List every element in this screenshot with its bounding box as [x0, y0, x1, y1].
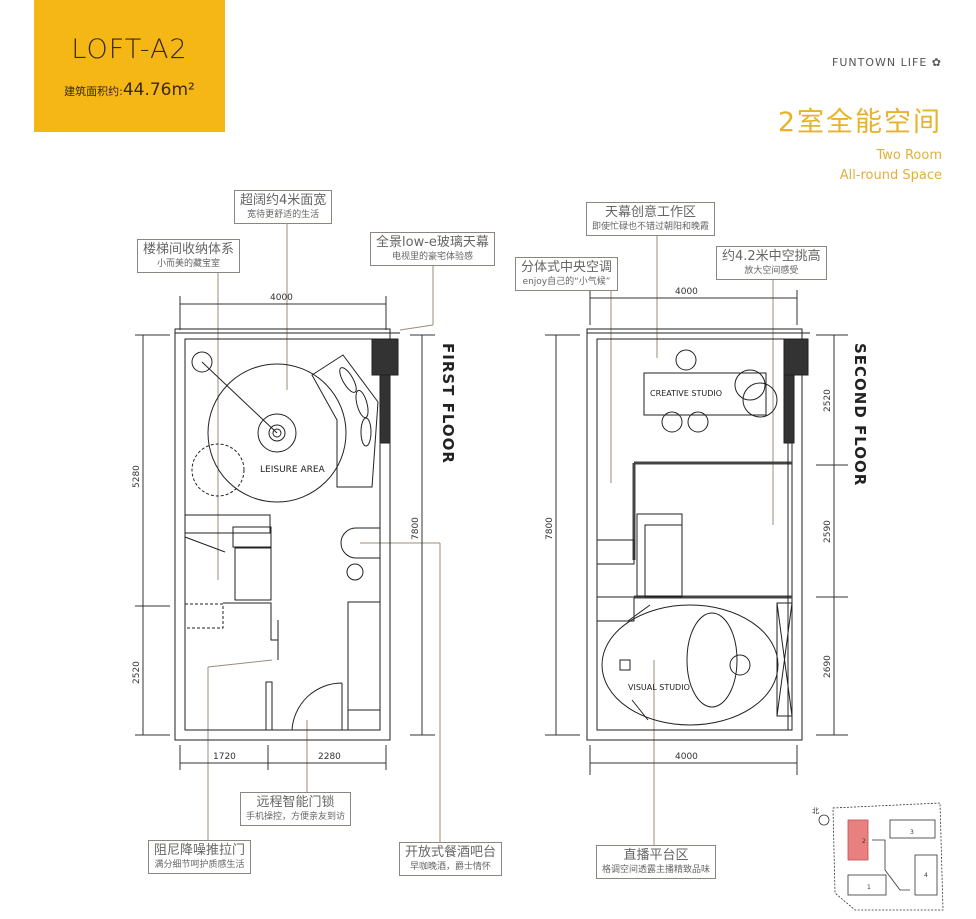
second-floor-plan: CREATIVE STUDIO VISUAL STUDIO — [586, 328, 810, 741]
callout-wide-frontage: 超阔约4米面宽宽待更舒适的生活 — [234, 190, 333, 224]
room-label-creative: CREATIVE STUDIO — [650, 389, 722, 398]
building-1: 1 — [867, 884, 871, 891]
callout-live-stream-area: 直播平台区格调空间透露主播精致品味 — [596, 845, 717, 879]
area-value: 44.76m² — [122, 80, 195, 100]
room-label-visual: VISUAL STUDIO — [628, 683, 690, 692]
dim-bottom-right: 2280 — [318, 752, 341, 762]
building-2: 2 — [862, 838, 866, 845]
callout-glass-curtain: 全景low-e玻璃天幕电视里的豪宅体验感 — [370, 232, 495, 266]
dim-left-lower: 2520 — [132, 661, 142, 684]
dim-right-2: 2590 — [823, 520, 833, 543]
site-map: 北 2 1 3 4 — [812, 802, 944, 911]
headline: 2室全能空间 — [777, 107, 942, 138]
first-floor-dimensions: 4000 5280 2520 7800 1720 2280 — [132, 293, 435, 770]
room-label-leisure: LEISURE AREA — [260, 465, 326, 475]
brand-logo: FUNTOWN LIFE ✿ — [832, 56, 942, 69]
building-3: 3 — [910, 829, 914, 836]
unit-badge: LOFT-A2 建筑面积约:44.76m² — [34, 0, 225, 132]
area-label: 建筑面积约: — [64, 85, 123, 98]
dim-right-3: 2690 — [823, 655, 833, 678]
dim-right-1: 2520 — [823, 389, 833, 412]
headline-sub-1: Two Room — [876, 148, 942, 163]
callout-stair-storage: 楼梯间收纳体系小而美的藏宝室 — [137, 239, 241, 273]
first-floor-plan: LEISURE AREA — [174, 328, 400, 741]
dim-top: 4000 — [675, 287, 698, 297]
callout-sliding-door: 阻尼降噪推拉门满分细节呵护质感生活 — [148, 840, 252, 874]
callout-creative-workspace: 天幕创意工作区即使忙碌也不错过朝阳和晚霞 — [586, 202, 716, 236]
dim-bottom-left: 1720 — [213, 752, 236, 762]
callout-smart-lock: 远程智能门锁手机操控，方便亲友到访 — [240, 792, 352, 826]
callout-bar-counter: 开放式餐酒吧台早咖晚酒，爵士情怀 — [399, 842, 503, 876]
second-floor-label: SECOND FLOOR — [851, 343, 869, 487]
unit-title: LOFT-A2 — [71, 34, 188, 65]
first-floor-label: FIRST FLOOR — [439, 343, 457, 464]
callout-double-height: 约4.2米中空挑高放大空间感受 — [716, 246, 827, 280]
unit-area: 建筑面积约:44.76m² — [34, 80, 225, 100]
dim-bottom: 4000 — [675, 752, 698, 762]
leader-lines — [207, 223, 774, 845]
second-floor-dimensions: 4000 7800 2520 2590 2690 4000 — [545, 287, 848, 775]
building-4: 4 — [924, 872, 928, 879]
dim-top: 4000 — [270, 293, 293, 303]
north-label: 北 — [812, 807, 819, 815]
headline-sub-2: All-round Space — [839, 168, 942, 183]
dim-left-upper: 5280 — [132, 465, 142, 488]
dim-right: 7800 — [411, 517, 421, 540]
dim-left: 7800 — [545, 517, 555, 540]
